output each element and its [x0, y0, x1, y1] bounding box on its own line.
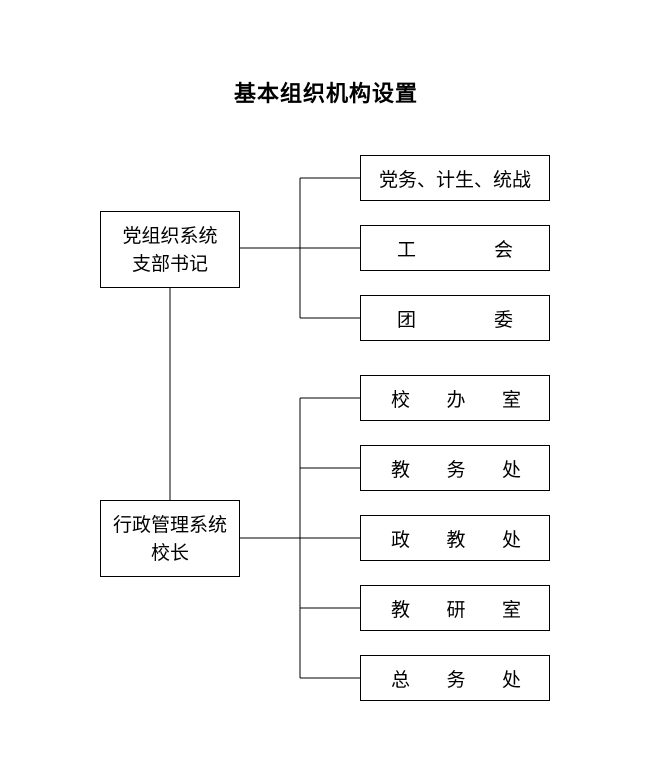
moral-education-box: 政 教 处	[360, 515, 550, 561]
admin-system-box: 行政管理系统 校长	[100, 500, 240, 577]
teaching-research-char: 研	[446, 598, 466, 621]
academic-affairs-char: 处	[501, 458, 521, 481]
general-affairs-box: 总 务 处	[360, 655, 550, 701]
party-affairs-label: 党务、计生、统战	[378, 168, 531, 191]
teaching-research-box: 教 研 室	[360, 585, 550, 631]
general-affairs-char: 总	[391, 668, 411, 691]
youth-league-char: 团	[397, 308, 417, 331]
general-affairs-char: 务	[446, 668, 466, 691]
youth-league-char: 委	[493, 308, 513, 331]
moral-education-char: 处	[501, 528, 521, 551]
party-system-label: 党组织系统	[122, 224, 218, 247]
principal-office-box: 校 办 室	[360, 375, 550, 421]
principal-office-char: 办	[446, 388, 466, 411]
party-affairs-box: 党务、计生、统战	[360, 155, 550, 201]
principal-office-char: 校	[391, 388, 411, 411]
diagram-title: 基本组织机构设置	[233, 81, 418, 107]
union-char: 会	[493, 238, 513, 261]
union-char: 工	[397, 238, 417, 261]
academic-affairs-char: 务	[446, 458, 466, 481]
admin-system-label: 行政管理系统	[112, 513, 227, 536]
youth-league-box: 团 委	[360, 295, 550, 341]
party-secretary-label: 支部书记	[131, 252, 208, 275]
party-system-box: 党组织系统 支部书记	[100, 211, 240, 288]
principal-office-char: 室	[501, 388, 521, 411]
principal-label: 校长	[150, 541, 189, 564]
academic-affairs-box: 教 务 处	[360, 445, 550, 491]
academic-affairs-char: 教	[391, 458, 411, 481]
teaching-research-char: 室	[501, 598, 521, 621]
moral-education-char: 政	[391, 528, 411, 551]
union-box: 工 会	[360, 225, 550, 271]
moral-education-char: 教	[446, 528, 466, 551]
teaching-research-char: 教	[391, 598, 411, 621]
general-affairs-char: 处	[501, 668, 521, 691]
